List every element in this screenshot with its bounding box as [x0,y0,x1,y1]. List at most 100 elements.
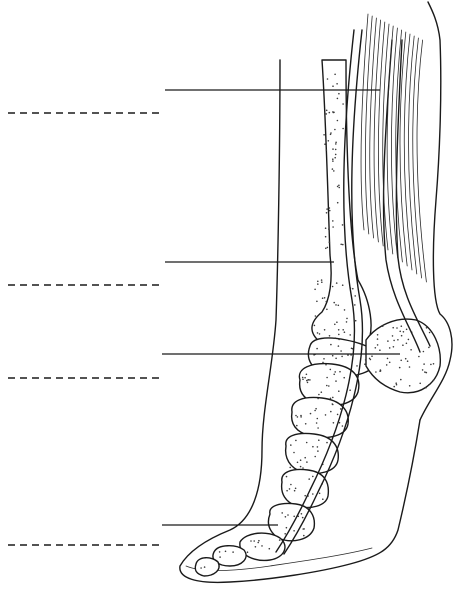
stipple-dot [312,493,314,495]
stipple-dot [335,142,337,144]
stipple-dot [393,340,395,342]
stipple-dot [312,446,314,448]
stipple-dot [342,103,344,105]
stipple-dot [332,355,334,357]
stipple-dot [306,374,308,376]
stipple-dot [304,495,306,497]
stipple-dot [284,533,286,535]
stipple-dot [333,302,335,304]
stipple-dot [340,350,342,352]
stipple-dot [300,415,302,417]
stipple-dot [323,134,325,136]
stipple-dot [423,351,425,353]
stipple-dot [386,364,388,366]
stipple-dot [338,187,340,189]
stipple-dot [382,325,384,327]
stipple-dot [418,356,420,358]
stipple-dot [328,140,330,142]
stipple-dot [304,457,306,459]
stipple-dot [392,327,394,329]
muscle-fiber-stroke [387,26,393,254]
stipple-dot [408,339,410,341]
stipple-dot [428,347,430,349]
stipple-dot [337,186,339,188]
stipple-dot [326,385,328,387]
stipple-dot [317,281,319,283]
stipple-dot [344,331,346,333]
stipple-dot [335,358,337,360]
stipple-dot [424,371,426,373]
stipple-dot [290,444,292,446]
stipple-dot [364,363,366,365]
stipple-dot [338,334,340,336]
stipple-dot [400,360,402,362]
stipple-dot [326,442,328,444]
stipple-dot [409,366,411,368]
stipple-dot [332,148,334,150]
stipple-dot [396,327,398,329]
stipple-dot [330,411,332,413]
stipple-dot [302,377,304,379]
stipple-dot [426,327,428,329]
stipple-dot [281,512,283,514]
stipple-dot [395,382,397,384]
stipple-dot [332,168,334,170]
stipple-dot [316,301,318,303]
stipple-dot [338,345,340,347]
stipple-dot [352,288,354,290]
stipple-dot [336,321,338,323]
stipple-dot [306,442,308,444]
stipple-dot [324,297,326,299]
stipple-dot [377,344,379,346]
stipple-dot [337,414,339,416]
stipple-dot [294,490,296,492]
stipple-dot [399,331,401,333]
stipple-dot [333,112,335,114]
stipple-dot [329,112,331,114]
stipple-dot [426,372,428,374]
stipple-dot [253,540,255,542]
stipple-dot [327,78,329,80]
stipple-dot [293,516,295,518]
stipple-dot [405,358,407,360]
stipple-dot [290,484,292,486]
stipple-dot [354,295,356,297]
stipple-dot [328,228,330,230]
stipple-dot [377,338,379,340]
stipple-dot [342,244,344,246]
stipple-dot [301,513,303,515]
stipple-dot [326,212,328,214]
stipple-dot [393,346,395,348]
stipple-dot [317,450,319,452]
stipple-dot [410,349,412,351]
stipple-dot [302,379,304,381]
stipple-dot [334,371,336,373]
stipple-dot [261,545,263,547]
stipple-dot [346,321,348,323]
stipple-dot [342,224,344,226]
stipple-dot [387,358,389,360]
stipple-dot [325,414,327,416]
stipple-dot [333,374,335,376]
stipple-dot [258,540,260,542]
stipple-dot [314,410,316,412]
stipple-dot [377,334,379,336]
stipple-dot [369,358,371,360]
stipple-dot [322,362,324,364]
stipple-dot [389,347,391,349]
stipple-dot [302,467,304,469]
stipple-dot [293,530,295,532]
stipple-dot [321,281,323,283]
stipple-dot [334,74,336,76]
stipple-dot [326,113,328,115]
stipple-dot [307,379,309,381]
stipple-dot [397,339,399,341]
stipple-dot [329,335,331,337]
stipple-dot [295,488,297,490]
stipple-dot [318,394,320,396]
muscle-fiber-stroke [417,40,426,282]
stipple-dot [423,363,425,365]
stipple-dot [403,331,405,333]
stipple-dot [326,301,328,303]
